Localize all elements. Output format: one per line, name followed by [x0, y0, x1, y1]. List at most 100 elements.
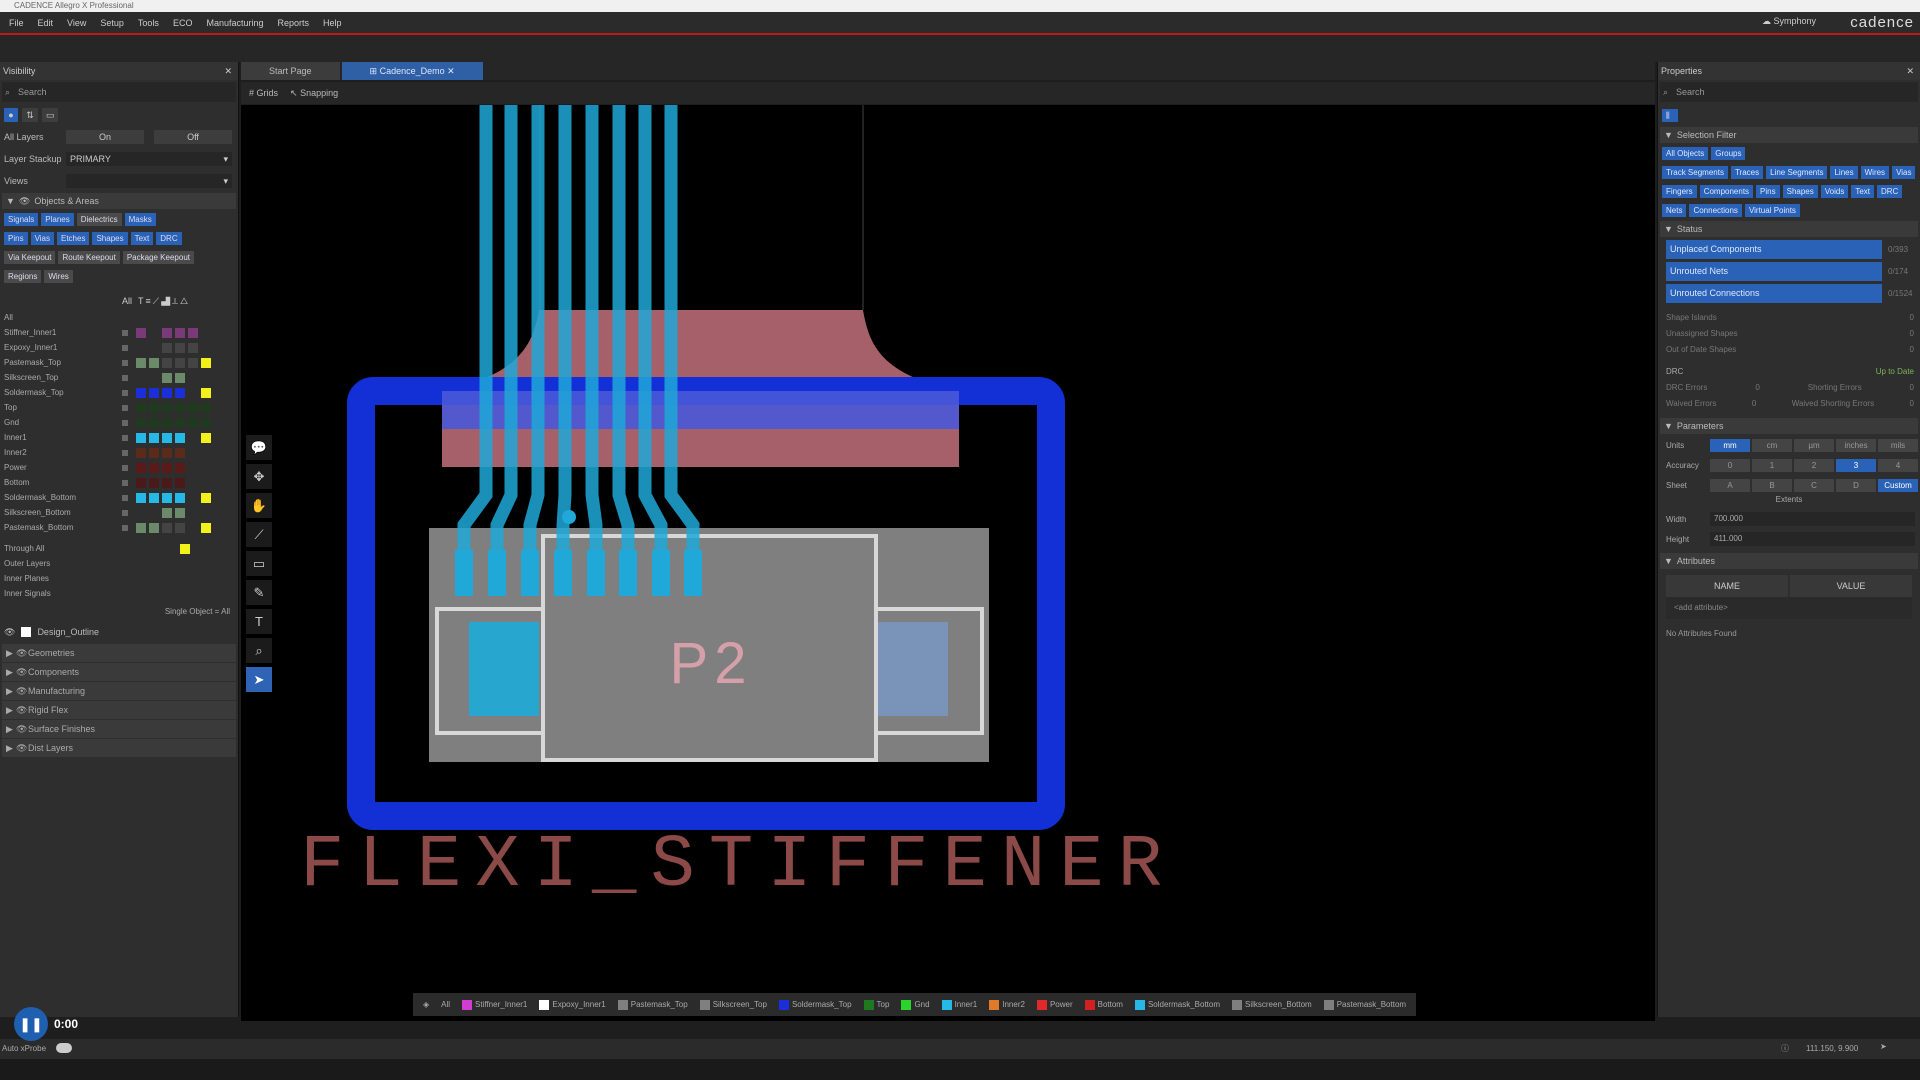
layer-all-toggle[interactable] [122, 479, 128, 486]
layer-swatch[interactable] [136, 462, 146, 473]
filter-toggle[interactable]: Voids [1820, 185, 1849, 198]
layerbar-item[interactable]: All [435, 993, 456, 1016]
tag-regions[interactable]: Regions [4, 270, 42, 283]
filter-toggle[interactable]: Groups [1711, 147, 1746, 160]
layer-swatch[interactable] [175, 462, 185, 473]
layerbar-item[interactable]: Inner1 [936, 993, 984, 1016]
filter-icon[interactable]: ⫼ [1662, 108, 1678, 122]
eye-icon[interactable]: 👁 [16, 743, 28, 753]
accuracy-option[interactable]: 1 [1752, 458, 1792, 472]
layer-swatch[interactable] [188, 492, 198, 503]
filter-toggle[interactable]: Wires [1860, 166, 1890, 179]
layer-swatch[interactable] [149, 402, 159, 413]
filter-toggle[interactable]: Traces [1730, 166, 1764, 179]
layer-swatch[interactable] [201, 477, 211, 488]
layer-swatch[interactable] [136, 327, 146, 338]
views-dropdown[interactable]: ▾ [66, 174, 232, 188]
close-icon[interactable]: ✕ [1906, 66, 1914, 76]
layer-all-toggle[interactable] [122, 464, 128, 471]
layerbar-item[interactable]: Silkscreen_Bottom [1226, 993, 1318, 1016]
layerbar-item[interactable]: Top [858, 993, 896, 1016]
layer-swatch[interactable] [162, 387, 172, 398]
tag-etches[interactable]: Etches [56, 232, 90, 245]
layer-row[interactable]: Soldermask_Bottom [0, 490, 238, 505]
units-option[interactable]: µm [1794, 438, 1834, 452]
layer-swatch[interactable] [149, 342, 159, 353]
layer-row[interactable]: Inner2 [0, 445, 238, 460]
layer-swatch[interactable] [188, 342, 198, 353]
layer-all-toggle[interactable] [122, 359, 128, 366]
accuracy-option[interactable]: 2 [1794, 458, 1834, 472]
eye-icon[interactable]: 👁 [4, 626, 16, 637]
filter-toggle[interactable]: Shapes [1782, 185, 1818, 198]
layer-swatch[interactable] [136, 507, 146, 518]
properties-search[interactable]: ⌕ Search [1660, 82, 1918, 102]
layer-swatch[interactable] [201, 432, 211, 443]
inner-signals-row[interactable]: Inner Signals [0, 586, 238, 601]
sheet-option[interactable]: Custom [1878, 478, 1918, 492]
layer-swatch[interactable] [201, 372, 211, 383]
layer-all-toggle[interactable] [122, 524, 128, 531]
layer-swatch[interactable] [136, 372, 146, 383]
tag-route-keepout[interactable]: Route Keepout [58, 251, 120, 264]
layer-swatch[interactable] [149, 447, 159, 458]
sheet-option[interactable]: C [1794, 478, 1834, 492]
symphony-button[interactable]: ☁ Symphony [1762, 16, 1816, 27]
layer-swatch[interactable] [188, 522, 198, 533]
parameters-section[interactable]: ▼Parameters [1660, 418, 1918, 434]
tab-cadence-demo[interactable]: ⊞ Cadence_Demo ✕ [341, 62, 483, 80]
layer-swatch[interactable] [162, 522, 172, 533]
filter-toggle[interactable]: Text [1851, 185, 1874, 198]
layerbar-item[interactable]: Stiffner_Inner1 [456, 993, 533, 1016]
layer-all-toggle[interactable] [122, 419, 128, 426]
monitor-view-icon[interactable]: ▭ [42, 108, 58, 122]
layer-swatch[interactable] [149, 387, 159, 398]
eye-icon[interactable]: 👁 [16, 686, 28, 696]
group-section[interactable]: ▶👁Rigid Flex [2, 701, 236, 719]
layer-swatch[interactable] [175, 507, 185, 518]
snapping-button[interactable]: ↖ Snapping [290, 88, 338, 99]
layer-swatch[interactable] [175, 477, 185, 488]
layer-swatch[interactable] [136, 447, 146, 458]
tab-dielectrics[interactable]: Dielectrics [76, 213, 122, 226]
filter-toggle[interactable]: All Objects [1662, 147, 1709, 160]
menu-eco[interactable]: ECO [172, 17, 193, 28]
layer-row[interactable]: Stiffner_Inner1 [0, 325, 238, 340]
layer-swatch[interactable] [201, 462, 211, 473]
layerbar-item[interactable]: Inner2 [983, 993, 1031, 1016]
layer-swatch[interactable] [188, 432, 198, 443]
layer-all-toggle[interactable] [122, 404, 128, 411]
tab-start-page[interactable]: Start Page [241, 62, 340, 80]
group-section[interactable]: ▶👁Manufacturing [2, 682, 236, 700]
layer-swatch[interactable] [136, 357, 146, 368]
layer-swatch[interactable] [188, 447, 198, 458]
layer-swatch[interactable] [149, 417, 159, 428]
layer-swatch[interactable] [149, 357, 159, 368]
close-icon[interactable]: ✕ [444, 66, 455, 76]
layerbar-item[interactable]: Pastemask_Bottom [1318, 993, 1412, 1016]
all-on-button[interactable]: On [66, 130, 144, 144]
layer-swatch[interactable] [175, 357, 185, 368]
layer-swatch[interactable] [149, 432, 159, 443]
layers-stack-icon[interactable]: ◈ [423, 1000, 430, 1009]
comment-icon[interactable]: 💬 [246, 435, 272, 460]
menu-help[interactable]: Help [323, 17, 342, 28]
route-icon[interactable]: ⟋ [246, 522, 272, 547]
height-input[interactable]: 411.000 [1710, 532, 1915, 546]
layer-swatch[interactable] [201, 342, 211, 353]
filter-toggle[interactable]: Vias [1892, 166, 1916, 179]
status-section[interactable]: ▼Status [1660, 221, 1918, 237]
layer-swatch[interactable] [162, 507, 172, 518]
units-option[interactable]: mils [1878, 438, 1918, 452]
filter-toggle[interactable]: Lines [1830, 166, 1858, 179]
eye-icon[interactable]: 👁 [18, 196, 31, 206]
layerbar-item[interactable]: Gnd [895, 993, 935, 1016]
stack-view-icon[interactable]: ⇅ [22, 108, 38, 122]
layerbar-item[interactable]: Soldermask_Top [773, 993, 858, 1016]
group-section[interactable]: ▶👁Surface Finishes [2, 720, 236, 738]
tag-package-keepout[interactable]: Package Keepout [122, 251, 194, 264]
layer-row[interactable]: Inner1 [0, 430, 238, 445]
layers-view-icon[interactable]: ● [4, 108, 18, 122]
menu-manufacturing[interactable]: Manufacturing [206, 17, 264, 28]
